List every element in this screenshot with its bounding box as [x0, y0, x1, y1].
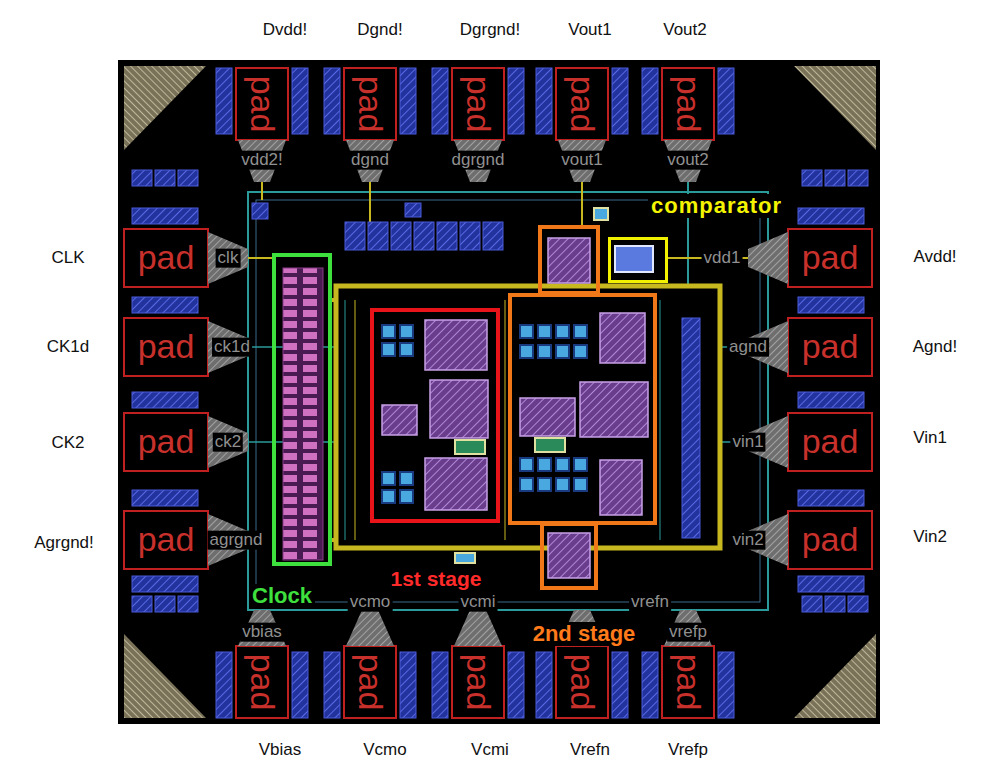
- pin-name: Vcmo: [363, 741, 406, 760]
- pad-text: pad: [243, 654, 280, 711]
- layout-net-label: vout1: [559, 151, 605, 170]
- layout-net-label: dgrgnd: [450, 151, 507, 170]
- pad-text: pad: [138, 328, 195, 365]
- pin-name: Agrgnd!: [34, 534, 94, 553]
- pin-name: Vcmi: [471, 741, 509, 760]
- pad-text: pad: [563, 76, 600, 133]
- clock-drivers: [283, 268, 323, 560]
- pad-text: pad: [802, 328, 859, 365]
- die: [118, 60, 880, 724]
- block-outline: 2nd stage: [540, 522, 598, 590]
- pin-name: Avdd!: [913, 248, 956, 267]
- layout-net-label: agnd: [727, 338, 769, 357]
- pad-text: pad: [459, 76, 496, 133]
- pad-text: pad: [138, 521, 195, 558]
- block-label: Clock: [249, 584, 315, 608]
- layout-net-label: clk: [216, 249, 241, 268]
- pin-name: CLK: [51, 249, 84, 268]
- side-pads: [124, 229, 872, 569]
- circuit-blocks: [382, 238, 648, 578]
- pin-name: Vin1: [913, 429, 947, 448]
- bottom-pads: [236, 610, 714, 718]
- layout-net-label: vin2: [730, 531, 765, 550]
- pad-text: pad: [669, 76, 706, 133]
- pin-name: Vin2: [913, 528, 947, 547]
- pin-name: CK2: [51, 434, 84, 453]
- top-pads: [236, 68, 714, 182]
- esd-blocks: [132, 68, 868, 718]
- pad-text: pad: [669, 654, 706, 711]
- core-wires: [248, 182, 768, 610]
- pin-name: CK1d: [47, 338, 90, 357]
- pad-text: pad: [459, 654, 496, 711]
- pin-name: Vrefp: [668, 741, 708, 760]
- corner-marks: [124, 66, 876, 718]
- pin-name: Dgrgnd!: [460, 21, 520, 40]
- pin-name: Dgnd!: [357, 21, 402, 40]
- pad-text: pad: [351, 654, 388, 711]
- pad-text: pad: [563, 654, 600, 711]
- pad-text: pad: [802, 423, 859, 460]
- pin-name: Vrefn: [570, 741, 610, 760]
- layout-net-label: vbias: [240, 623, 284, 642]
- block-outline: 1st stage: [370, 308, 500, 523]
- layout-net-label: vdd1: [702, 249, 743, 268]
- pad-text: pad: [243, 76, 280, 133]
- second-stage-outlines: [510, 227, 655, 523]
- pin-name: Agnd!: [913, 338, 957, 357]
- layout-net-label: vcmo: [348, 593, 393, 612]
- pad-text: pad: [138, 423, 195, 460]
- layout-net-label: vcmi: [459, 593, 498, 612]
- pad-text: pad: [802, 521, 859, 558]
- pin-name: Dvdd!: [263, 21, 307, 40]
- pad-text: pad: [802, 239, 859, 276]
- block-outline: comparator: [608, 237, 668, 283]
- layout-net-label: ck2: [213, 433, 243, 452]
- block-label: 1st stage: [387, 567, 484, 590]
- pad-text: pad: [351, 76, 388, 133]
- layout-net-label: vdd2!: [239, 151, 285, 170]
- layout-net-label: agrgnd: [208, 531, 265, 550]
- pad-text: pad: [138, 239, 195, 276]
- layout-net-label: vout2: [665, 151, 711, 170]
- pin-name: Vout1: [568, 21, 612, 40]
- layout-net-label: dgnd: [349, 151, 391, 170]
- block-label: 2nd stage: [530, 622, 639, 646]
- layout-net-label: vrefp: [667, 623, 709, 642]
- pin-name: Vout2: [663, 21, 707, 40]
- layout-net-label: vin1: [730, 433, 765, 452]
- layout-net-label: ck1d: [212, 338, 252, 357]
- transistor-cells: [382, 208, 653, 563]
- pin-name: Vbias: [259, 741, 302, 760]
- block-outline: Clock: [272, 253, 332, 566]
- layout-net-label: vrefn: [629, 593, 671, 612]
- block-label: comparator: [648, 194, 785, 218]
